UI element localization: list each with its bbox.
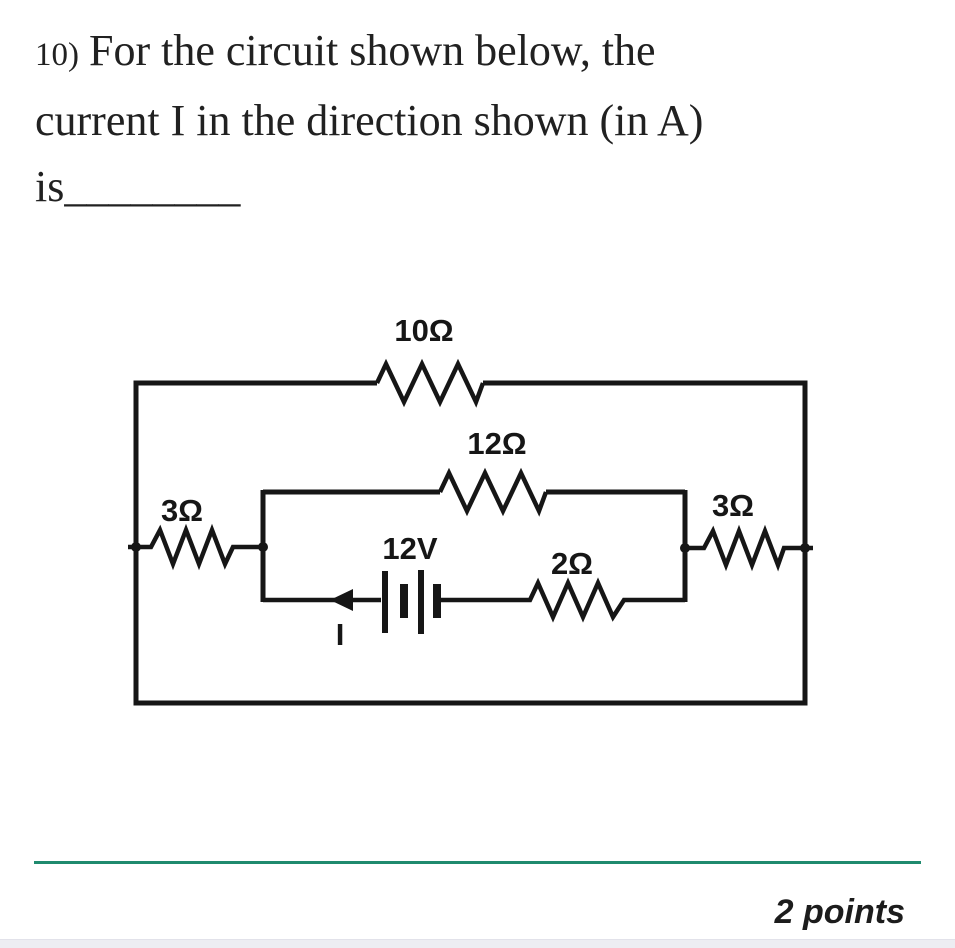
resistor-12ohm-label: 12Ω (467, 426, 526, 461)
resistor-3ohm-right-label: 3Ω (712, 488, 754, 523)
question-divider-line (34, 861, 921, 864)
resistor-10ohm (374, 358, 486, 408)
junction-dot (680, 543, 690, 553)
resistor-3ohm-left (128, 523, 263, 571)
question-text: 10) For the circuit shown below, the curr… (35, 18, 915, 220)
resistor-2ohm-label: 2Ω (551, 546, 593, 581)
junction-dot (258, 542, 268, 552)
current-label: I (336, 617, 345, 652)
resistor-2ohm (441, 577, 685, 623)
circuit-diagram: 10Ω 12Ω 3Ω 3Ω 12V 2Ω I (128, 313, 813, 706)
resistor-10ohm-label: 10Ω (394, 313, 453, 348)
question-number: 10) (35, 37, 79, 73)
question-line-2: current I in the direction shown (in A) (35, 96, 704, 145)
outer-loop-wire (133, 380, 808, 706)
junction-dot (131, 542, 141, 552)
battery-symbol (382, 570, 441, 634)
circuit-figure: 10Ω 12Ω 3Ω 3Ω 12V 2Ω I (0, 285, 955, 735)
current-direction-arrow (330, 589, 353, 611)
junction-dot (800, 543, 810, 553)
battery-voltage-label: 12V (382, 531, 437, 566)
resistor-12ohm (437, 467, 549, 517)
question-line-1: 10) For the circuit shown below, the (35, 18, 915, 88)
question-line-1-text: For the circuit shown below, the (89, 26, 656, 75)
resistor-3ohm-left-label: 3Ω (161, 493, 203, 528)
question-line-3: is________ (35, 162, 241, 211)
resistor-3ohm-right (685, 524, 813, 572)
page-bottom-edge (0, 939, 955, 948)
points-badge: 2 points (774, 893, 905, 931)
